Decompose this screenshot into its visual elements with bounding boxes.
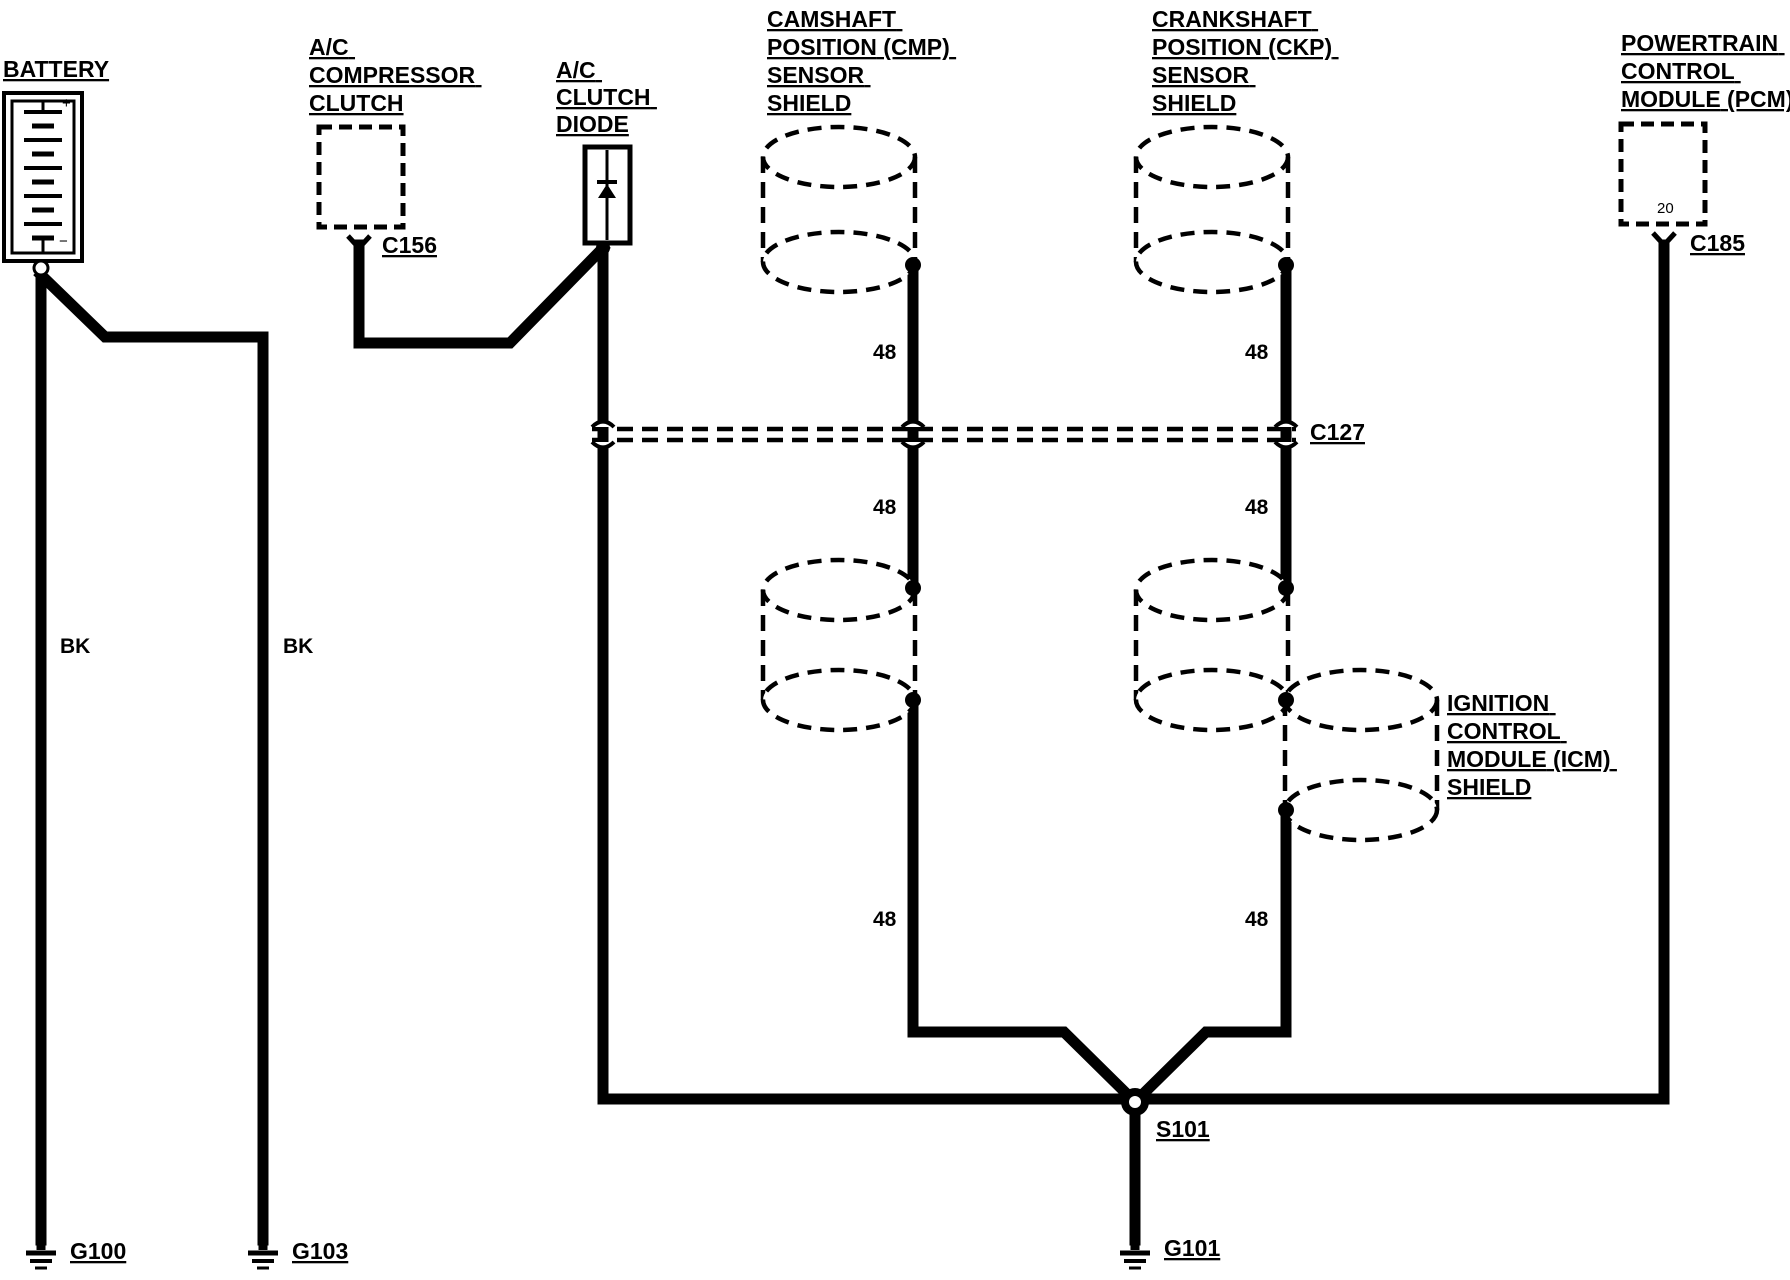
battery-plus-sign: + bbox=[62, 95, 71, 112]
cmp-shield-lower-drain-wire bbox=[907, 694, 1140, 1107]
icm-shield-label: IGNITION CONTROL MODULE (ICM) SHIELD bbox=[1447, 690, 1617, 800]
diode-icon bbox=[597, 180, 617, 198]
wire-number-48: 48 bbox=[1245, 496, 1269, 519]
ckp-sensor-shield bbox=[1133, 124, 1291, 295]
ac-clutch-diode-label: A/C CLUTCH DIODE bbox=[556, 57, 657, 137]
ac-compressor-clutch-wire bbox=[353, 239, 611, 349]
cmp-sensor-shield-lower bbox=[760, 557, 918, 733]
ground-g103: G103 bbox=[248, 1238, 348, 1270]
wire-number-48: 48 bbox=[1245, 908, 1269, 931]
ac-clutch-diode bbox=[582, 144, 633, 246]
ground-icon bbox=[1120, 1240, 1150, 1270]
wire-color-bk: BK bbox=[60, 635, 90, 658]
icm-shield-drain-wire bbox=[1130, 804, 1292, 1107]
battery-label: BATTERY bbox=[3, 56, 109, 82]
c156-label: C156 bbox=[382, 232, 437, 258]
ckp-sensor-shield-label: CRANKSHAFT POSITION (CKP) SENSOR SHIELD bbox=[1152, 6, 1339, 116]
ac-compressor-clutch bbox=[316, 124, 406, 252]
ckp-sensor-shield-lower bbox=[1133, 557, 1291, 733]
battery-cells-icon bbox=[24, 101, 62, 253]
splice-s101 bbox=[1121, 1088, 1149, 1116]
ac-clutch-diode-ground-wire bbox=[597, 239, 1138, 1105]
ac-compressor-clutch-label: A/C COMPRESSOR CLUTCH bbox=[309, 34, 482, 116]
wire-number-48: 48 bbox=[1245, 341, 1269, 364]
c127-label: C127 bbox=[1310, 419, 1365, 445]
wire-color-bk: BK bbox=[283, 635, 313, 658]
wire-number-48: 48 bbox=[873, 908, 897, 931]
cmp-sensor-shield bbox=[760, 124, 918, 295]
ground-icon bbox=[26, 1240, 56, 1270]
pcm-pin-label: 20 bbox=[1657, 200, 1674, 217]
wire-number-48: 48 bbox=[873, 341, 897, 364]
ground-g101: G101 bbox=[1120, 1235, 1220, 1270]
battery-ground-wires bbox=[33, 264, 269, 1246]
pcm: 20 bbox=[1618, 121, 1708, 249]
wire-number-48: 48 bbox=[873, 496, 897, 519]
c127-inline-connector: C127 bbox=[590, 419, 1365, 450]
battery: + − bbox=[2, 91, 84, 277]
battery-minus-sign: − bbox=[59, 233, 68, 250]
pcm-label: POWERTRAIN CONTROL MODULE (PCM) bbox=[1621, 30, 1790, 112]
ground-icon bbox=[248, 1240, 278, 1270]
g103-label: G103 bbox=[292, 1238, 348, 1264]
connection-dots bbox=[596, 241, 1294, 818]
pcm-ground-wire bbox=[1132, 239, 1670, 1105]
cmp-sensor-shield-label: CAMSHAFT POSITION (CMP) SENSOR SHIELD bbox=[767, 6, 956, 116]
c185-label: C185 bbox=[1690, 230, 1745, 256]
g101-label: G101 bbox=[1164, 1235, 1220, 1261]
g100-label: G100 bbox=[70, 1238, 126, 1264]
s101-label: S101 bbox=[1156, 1116, 1210, 1142]
ground-g100: G100 bbox=[26, 1238, 126, 1270]
icm-shield bbox=[1282, 667, 1440, 843]
